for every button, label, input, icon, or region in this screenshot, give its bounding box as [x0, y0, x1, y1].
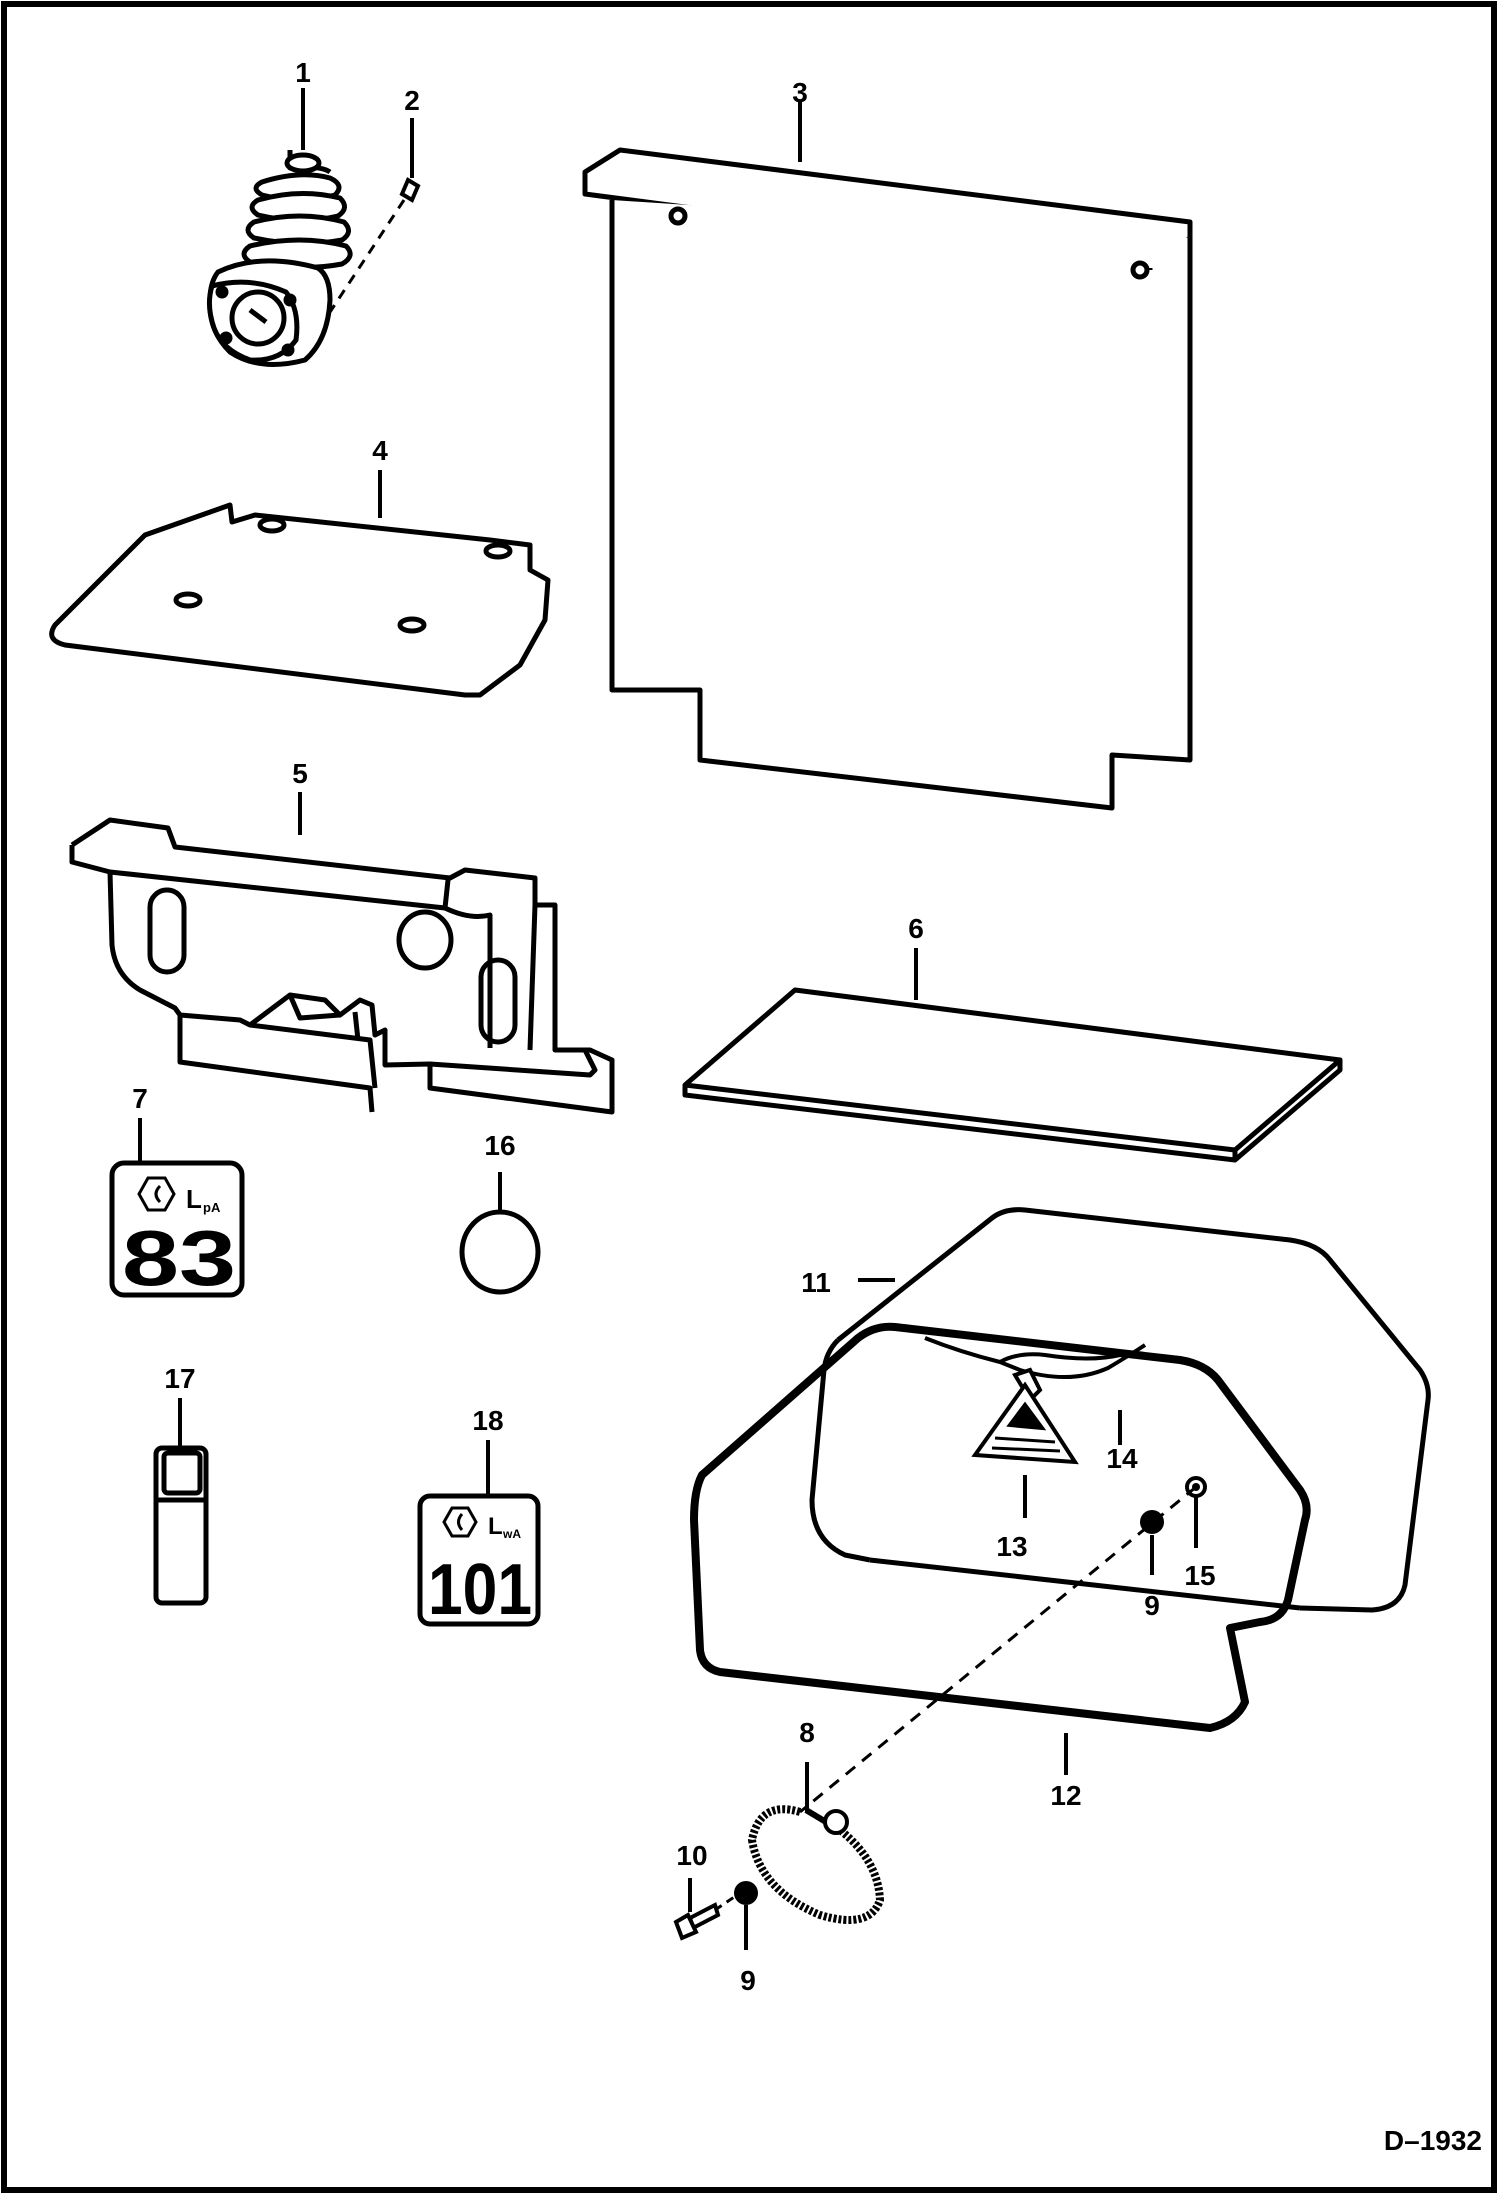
callout-8: 8: [799, 1717, 815, 1748]
part-13-tag: [971, 1367, 1079, 1465]
part-8-lanyard: [747, 1805, 885, 1924]
callout-13: 13: [996, 1531, 1027, 1562]
callout-18: 18: [472, 1405, 503, 1436]
callout-14: 14: [1106, 1443, 1138, 1474]
part-2-screw: [328, 177, 421, 313]
part-11-cover: [809, 1207, 1431, 1613]
part-18-decal-101: L wA 101: [417, 1493, 541, 1630]
part-3-panel: [582, 147, 1193, 811]
callout-6: 6: [908, 913, 924, 944]
part-12-seal: [690, 1322, 1311, 1732]
part-10-bolt: [673, 1902, 721, 1941]
callout-7: 7: [132, 1083, 148, 1114]
assembly-line: [799, 1485, 1197, 1814]
leader-lines: [138, 88, 1198, 1950]
callout-3: 3: [792, 77, 808, 108]
part-7-decal-83: L pA 83: [109, 1160, 245, 1302]
decal-101-symbol: L: [488, 1513, 503, 1540]
decal-83-subscript: pA: [203, 1200, 221, 1215]
callout-17: 17: [164, 1363, 195, 1394]
part-16-plug: [459, 1209, 541, 1295]
decal-83-value: 83: [122, 1214, 236, 1302]
callout-10: 10: [676, 1840, 707, 1871]
callout-1: 1: [295, 57, 311, 88]
callout-12: 12: [1050, 1780, 1081, 1811]
callout-5: 5: [292, 758, 308, 789]
part-17-pin: [153, 1445, 209, 1606]
callout-15: 15: [1184, 1560, 1215, 1591]
part-9-nut-lower: [734, 1881, 758, 1905]
callout-9-lower: 9: [740, 1965, 756, 1996]
callout-labels: 1 2 3 4 5 6 7 16 11 17 18 14 13 15 9 12 …: [132, 57, 1215, 1996]
callout-2: 2: [404, 85, 420, 116]
callout-9-upper: 9: [1144, 1590, 1160, 1621]
callout-11: 11: [801, 1267, 831, 1298]
decal-83-symbol: L: [186, 1184, 202, 1214]
drawing-reference: D–1932: [1384, 2125, 1482, 2156]
part-5-bracket: [69, 817, 615, 1115]
part-4-plate: [49, 502, 551, 698]
part-14-cable: [924, 1336, 1147, 1379]
callout-4: 4: [372, 435, 388, 466]
bolt-line: [714, 1883, 753, 1912]
part-6-sheet: [682, 987, 1343, 1163]
decal-101-subscript: wA: [502, 1527, 521, 1541]
decal-101-value: 101: [428, 1550, 532, 1630]
part-1-boot: [206, 150, 353, 367]
callout-16: 16: [484, 1130, 515, 1161]
